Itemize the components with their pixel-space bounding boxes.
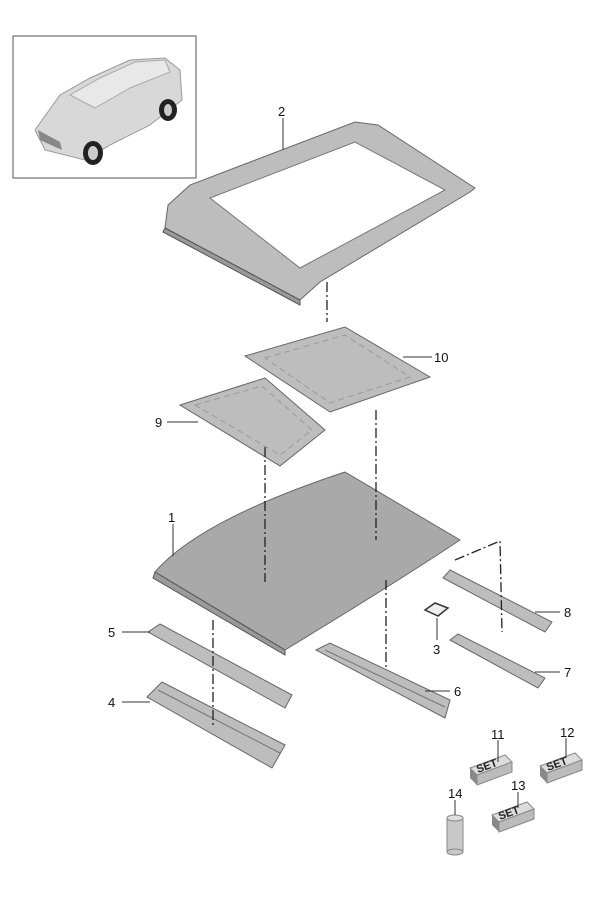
part-9-insulation-mat[interactable] [178,377,326,467]
callout-10: 10 [434,350,448,365]
part-6-roof-bow[interactable] [314,642,451,719]
leader-lines [122,118,567,815]
callout-12: 12 [560,725,574,740]
part-13-set[interactable]: SET [491,801,535,833]
callout-13: 13 [511,778,525,793]
part-10-insulation-mat[interactable] [243,326,432,413]
callout-2: 2 [278,104,285,119]
part-4-roof-bow[interactable] [146,681,286,769]
callout-labels: 1 2 3 4 5 6 7 8 9 10 11 12 13 14 [108,104,574,801]
part-11-set[interactable]: SET [469,754,513,786]
part-1-roof-panel[interactable] [152,471,461,656]
part-7-reinforcement[interactable] [449,633,546,689]
assembly-lines [212,282,503,728]
part-14-cylinder[interactable] [446,814,464,856]
part-12-set[interactable]: SET [539,752,583,784]
callout-6: 6 [454,684,461,699]
part-8-reinforcement[interactable] [442,569,553,633]
callout-8: 8 [564,605,571,620]
vehicle-thumbnail[interactable] [12,35,197,179]
part-5-roof-bow[interactable] [147,623,293,709]
callout-1: 1 [168,510,175,525]
callout-9: 9 [155,415,162,430]
callout-5: 5 [108,625,115,640]
callout-14: 14 [448,786,462,801]
callout-4: 4 [108,695,115,710]
callout-11: 11 [491,727,505,742]
part-3-pad[interactable] [423,602,450,617]
callout-3: 3 [433,642,440,657]
part-2-roof-frame[interactable] [162,121,476,306]
callout-7: 7 [564,665,571,680]
